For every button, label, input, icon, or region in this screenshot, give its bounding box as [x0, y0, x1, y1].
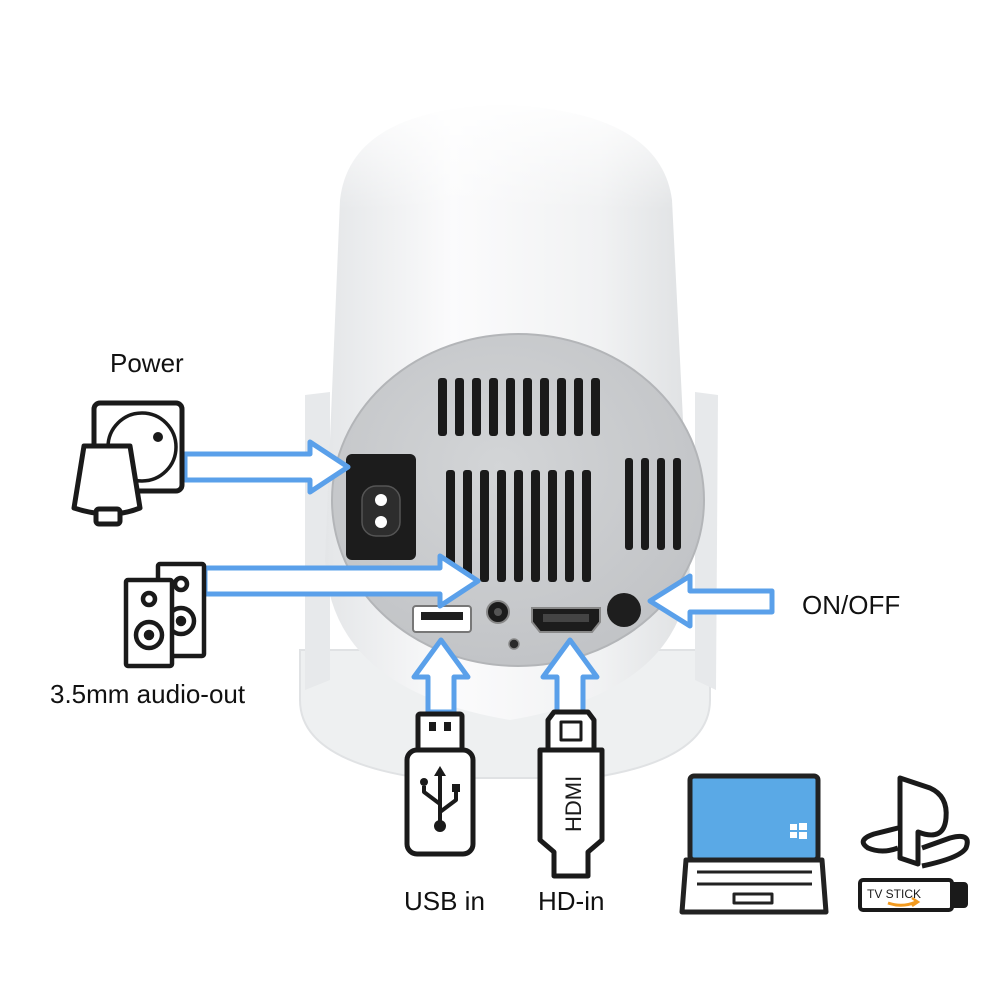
laptop-icon — [679, 773, 829, 915]
audio-jack-port — [486, 600, 510, 624]
power-socket-icon — [71, 400, 185, 527]
vent-grille-side — [625, 458, 681, 550]
label-power: Power — [110, 348, 184, 378]
label-on-off: ON/OFF — [802, 590, 901, 620]
hdmi-plug-icon — [537, 709, 605, 879]
windows-logo-icon — [790, 823, 807, 839]
power-button — [607, 593, 641, 627]
arrows — [182, 439, 775, 715]
label-usb-in: USB in — [404, 886, 485, 916]
arrow-on-off — [647, 573, 775, 629]
arrow-audio — [202, 553, 481, 609]
arrow-power — [182, 439, 351, 495]
reset-hole — [508, 638, 520, 650]
label-audio-out: 3.5mm audio-out — [50, 679, 246, 709]
label-hd-in: HD-in — [538, 886, 605, 916]
hdmi-port — [531, 607, 601, 633]
playstation-logo-icon — [860, 775, 970, 869]
projector — [299, 90, 718, 779]
tv-stick-icon — [858, 878, 968, 912]
arrow-hdmi — [540, 637, 600, 715]
arrow-usb — [411, 637, 471, 715]
usb-port — [412, 605, 472, 633]
vent-grille-main — [438, 378, 600, 582]
power-inlet-port — [346, 454, 416, 560]
usb-plug-icon — [404, 711, 476, 857]
tv-stick-text: TV STICK — [867, 887, 921, 901]
hdmi-plug-text: HDMI — [561, 776, 586, 832]
speakers-icon — [123, 561, 207, 669]
